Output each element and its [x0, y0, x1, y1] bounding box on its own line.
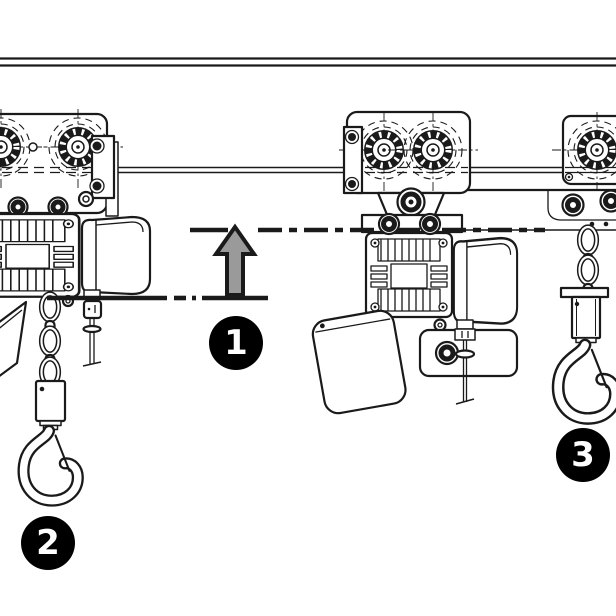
suspension-bolts [377, 212, 442, 236]
callout-2: 2 [21, 516, 75, 570]
motor-housing [452, 236, 519, 325]
trolley-bracket [342, 125, 364, 195]
callout-1: 1 [209, 316, 263, 370]
load-hook-icon [558, 345, 615, 419]
headroom-arrow-icon [212, 223, 258, 297]
i-beam [0, 57, 616, 67]
load-chain [38, 294, 62, 388]
limit-stop [82, 299, 103, 367]
hook-block [34, 379, 67, 431]
callout-2-label: 2 [36, 523, 60, 563]
chain-container [0, 300, 28, 377]
pendant-control [418, 319, 519, 405]
callout-3: 3 [556, 428, 610, 482]
hook-block [559, 286, 610, 344]
callout-1-label: 1 [224, 323, 248, 363]
chain-container [311, 309, 407, 415]
low-headroom-beam [413, 188, 616, 231]
beam-plate-contour [547, 191, 616, 221]
hoist-assembly-right [552, 112, 616, 418]
motor-housing [80, 215, 152, 296]
callout-3-label: 3 [571, 435, 595, 475]
hook-flange [559, 286, 610, 299]
load-hook-icon [24, 431, 78, 501]
hoist-assembly-left [0, 109, 152, 501]
hoist-body-finned [0, 212, 81, 299]
hoist-body-finned [364, 231, 454, 319]
hoist-assembly-middle [311, 112, 519, 415]
